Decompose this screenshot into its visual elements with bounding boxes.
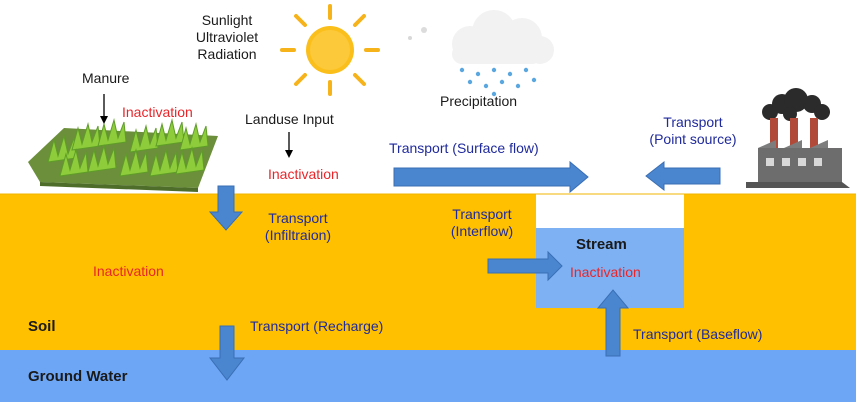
interflow-label: Transport (Interflow) <box>434 206 530 240</box>
soil-label: Soil <box>28 318 56 335</box>
interflow-label-line: Transport <box>452 206 512 222</box>
surface-flow-arrow <box>393 160 589 194</box>
manure-inactivation-label: Inactivation <box>122 104 193 120</box>
infiltration-label-line: Transport <box>268 210 328 226</box>
manure-label: Manure <box>82 70 130 86</box>
sunlight-label-line: Radiation <box>197 46 257 62</box>
stream-label: Stream <box>576 236 627 253</box>
recharge-label: Transport (Recharge) <box>250 318 384 334</box>
sun-icon <box>280 4 380 96</box>
soil-inactivation-label: Inactivation <box>93 263 164 279</box>
infiltration-arrow <box>208 185 244 231</box>
grass-field-icon <box>28 118 218 192</box>
interflow-arrow <box>487 250 563 282</box>
point-source-label-line: (Point source) <box>649 131 737 147</box>
ground-water-layer <box>0 350 856 402</box>
landuse-inactivation-label: Inactivation <box>268 166 339 182</box>
baseflow-label: Transport (Baseflow) <box>633 326 763 342</box>
interflow-label-line: (Interflow) <box>450 223 514 239</box>
stream-inactivation-label: Inactivation <box>570 264 641 280</box>
sunlight-label-line: Sunlight <box>201 12 253 28</box>
precipitation-label: Precipitation <box>440 93 518 109</box>
sunlight-label: Sunlight Ultraviolet Radiation <box>172 12 282 63</box>
baseflow-arrow <box>596 289 630 357</box>
point-source-label-line: Transport <box>663 114 723 130</box>
infiltration-label: Transport (Infiltraion) <box>248 210 348 244</box>
landuse-input-label: Landuse Input <box>245 111 334 127</box>
recharge-arrow <box>208 325 246 381</box>
sunlight-label-line: Ultraviolet <box>195 29 259 45</box>
infiltration-label-line: (Infiltraion) <box>264 227 332 243</box>
factory-icon <box>746 88 850 188</box>
rain-cloud-icon <box>408 10 554 97</box>
ground-water-label: Ground Water <box>28 368 128 385</box>
point-source-label: Transport (Point source) <box>630 114 756 148</box>
surface-flow-label: Transport (Surface flow) <box>389 140 539 156</box>
point-source-arrow <box>645 160 721 192</box>
thin-arrows <box>100 94 293 158</box>
